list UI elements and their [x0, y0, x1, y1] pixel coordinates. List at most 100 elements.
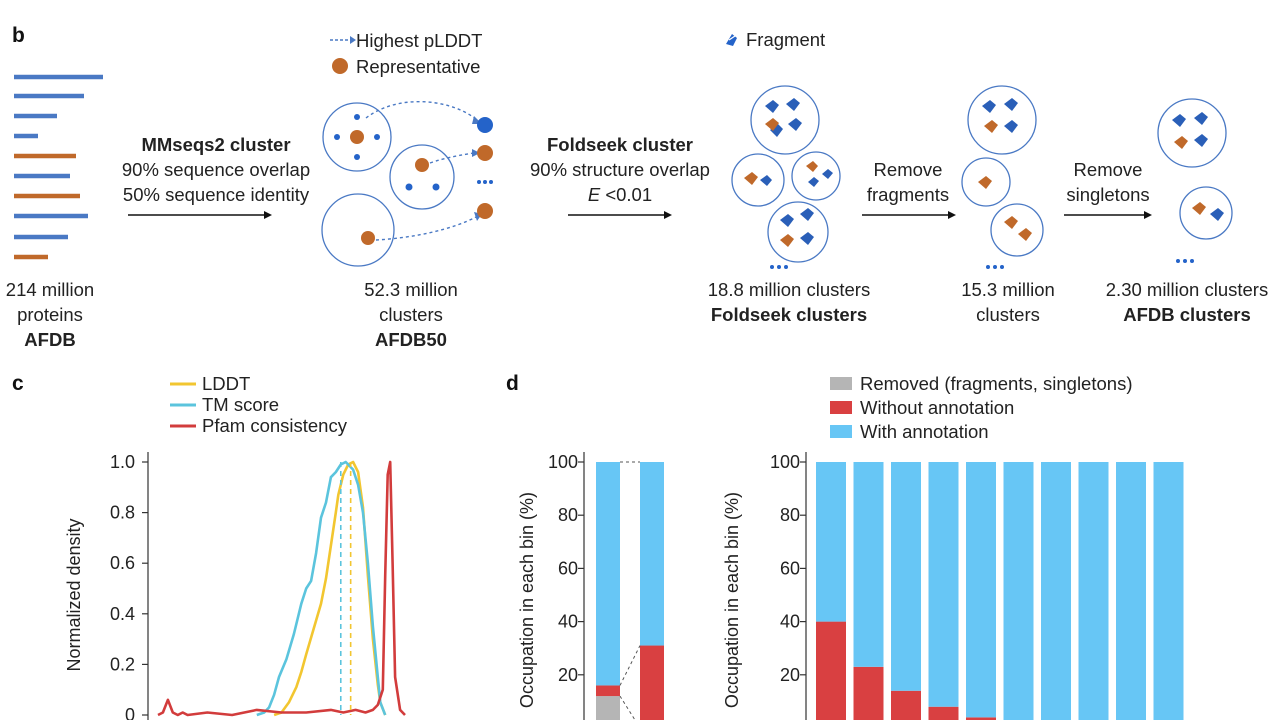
y-tick-label: 100: [548, 452, 578, 472]
y-tick-label: 80: [558, 505, 578, 525]
afdb-unit: proteins: [17, 304, 83, 325]
y-tick-label: 40: [780, 612, 800, 632]
y-tick-label: 40: [558, 612, 578, 632]
foldseek-clusters-count: 18.8 million clusters: [707, 279, 871, 300]
without-legend-label: Without annotation: [860, 397, 1015, 418]
afdb-count: 214 million: [5, 279, 95, 300]
fragment-legend-icon: [726, 34, 737, 46]
foldseek-arrow: [568, 211, 672, 219]
afdb-name: AFDB: [24, 329, 76, 350]
y-tick-label: 0: [568, 718, 578, 720]
y-tick-label: 0: [790, 718, 800, 720]
evalue-symbol: E: [587, 184, 601, 205]
y-tick-label: 1.0: [110, 452, 135, 472]
mmseqs-overlap: 90% sequence overlap: [121, 159, 311, 180]
panel-b-letter: b: [12, 24, 25, 47]
y-axis-label: Normalized density: [64, 518, 84, 671]
pfam-legend-label: Pfam consistency: [202, 415, 347, 436]
without-legend-swatch: [830, 401, 852, 414]
y-axis-label: Occupation in each bin (%): [517, 492, 537, 708]
with-legend-label: With annotation: [860, 421, 989, 442]
foldseek-clusters-caption: 18.8 million clusters Foldseek clusters: [680, 277, 898, 327]
tm-legend-label: TM score: [202, 394, 280, 415]
afdb50-name: AFDB50: [375, 329, 447, 350]
fragments-removed-unit: clusters: [976, 304, 1040, 325]
foldseek-clusters-diagram: [731, 85, 841, 269]
density-line-tm-score: [256, 460, 387, 717]
bar-segment-with: [1003, 462, 1034, 720]
bar-segment-without: [891, 690, 921, 720]
bar-segment-removed: [596, 696, 620, 720]
y-tick-label: 0.6: [110, 553, 135, 573]
bar-segment-with: [596, 462, 620, 686]
y-tick-label: 0: [125, 705, 135, 720]
highest-plddt-legend-label: Highest pLDDT: [356, 30, 483, 51]
bar-segment-without: [640, 645, 664, 720]
mmseqs-clusters-diagram: [321, 100, 493, 267]
foldseek-evalue: E <0.01: [500, 182, 740, 207]
bar-segment-without: [816, 621, 846, 720]
y-tick-label: 0.8: [110, 503, 135, 523]
removed-legend-label: Removed (fragments, singletons): [860, 373, 1133, 394]
bar-segment-without: [853, 666, 884, 720]
fragment-legend-label: Fragment: [746, 29, 826, 50]
y-axis-label: Occupation in each bin (%): [722, 492, 742, 708]
remove-fragments-line1: Remove: [873, 159, 943, 180]
fragments-removed-caption: 15.3 million clusters: [940, 277, 1076, 327]
mmseqs-identity: 50% sequence identity: [122, 184, 310, 205]
with-legend-swatch: [830, 425, 852, 438]
fragments-removed-count: 15.3 million: [961, 279, 1055, 300]
y-tick-label: 20: [780, 665, 800, 685]
remove-singletons-arrow: [1064, 211, 1152, 219]
bar-segment-with: [1153, 462, 1184, 720]
mmseqs-caption: MMseqs2 cluster 90% sequence overlap 50%…: [96, 132, 336, 207]
bar-segment-with: [928, 462, 959, 707]
afdb-caption: 214 million proteins AFDB: [0, 277, 105, 352]
representative-legend-label: Representative: [356, 56, 481, 77]
afdb50-caption: 52.3 million clusters AFDB50: [338, 277, 484, 352]
afdb50-unit: clusters: [379, 304, 443, 325]
fragments-removed-clusters-diagram: [961, 85, 1044, 269]
bar-segment-without: [596, 685, 620, 697]
connector-line: [619, 645, 641, 686]
remove-singletons-line1: Remove: [1073, 159, 1143, 180]
bar-segment-with: [640, 462, 664, 646]
y-tick-label: 0.2: [110, 654, 135, 674]
afdb-protein-bars: [14, 74, 103, 260]
afdb50-count: 52.3 million: [364, 279, 458, 300]
y-tick-label: 80: [780, 505, 800, 525]
bar-segment-without: [928, 706, 959, 720]
y-tick-label: 60: [558, 558, 578, 578]
bar-segment-with: [966, 462, 996, 718]
y-tick-label: 20: [558, 665, 578, 685]
highest-plddt-legend-arrow: [330, 36, 356, 44]
afdb-clusters-count: 2.30 million clusters: [1105, 279, 1269, 300]
foldseek-overlap: 90% structure overlap: [530, 159, 710, 180]
bar-segment-with: [816, 462, 846, 622]
connector-line: [619, 695, 636, 720]
y-tick-label: 60: [780, 558, 800, 578]
afdb-clusters-diagram: [1157, 98, 1233, 263]
bar-segment-with: [1041, 462, 1071, 720]
remove-singletons-caption: Remove singletons: [1058, 157, 1158, 207]
afdb-clusters-caption: 2.30 million clusters AFDB clusters: [1092, 277, 1280, 327]
remove-fragments-caption: Remove fragments: [858, 157, 958, 207]
y-tick-label: 0.4: [110, 604, 135, 624]
y-tick-label: 100: [770, 452, 800, 472]
density-line-pfam-consistency: [157, 460, 406, 717]
bar-segment-with: [891, 462, 921, 691]
lddt-legend-label: LDDT: [202, 373, 251, 394]
panel-c-letter: c: [12, 372, 24, 395]
foldseek-clusters-name: Foldseek clusters: [710, 304, 868, 325]
removed-legend-swatch: [830, 377, 852, 390]
bar-segment-with: [1078, 462, 1109, 720]
remove-fragments-line2: fragments: [866, 184, 950, 205]
bar-segment-with: [853, 462, 884, 667]
remove-fragments-arrow: [862, 211, 956, 219]
bar-segment-with: [1116, 462, 1146, 720]
foldseek-caption: Foldseek cluster 90% structure overlap E…: [500, 132, 740, 207]
